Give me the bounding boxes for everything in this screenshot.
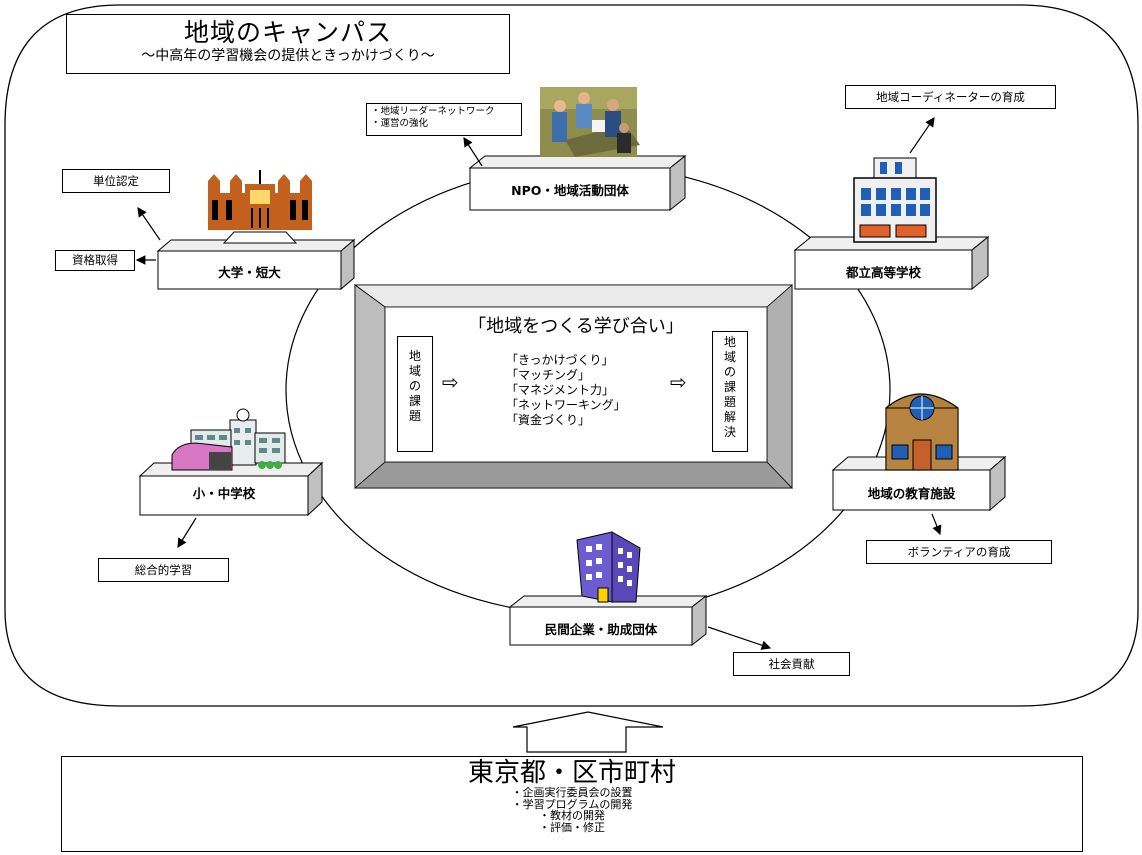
node-npo-label: NPO・地域活動団体	[511, 183, 629, 198]
page-subtitle: ～中高年の学習機会の提供ときっかけづくり～	[141, 48, 435, 64]
coordinator-box: 地域コーディネーターの育成	[845, 85, 1056, 109]
left-issue-box: 地 域 の 課 題	[397, 336, 433, 452]
title-box: 地域のキャンパス ～中高年の学習機会の提供ときっかけづくり～	[66, 14, 510, 74]
university-building-icon	[208, 170, 312, 244]
arrow-to-npo-note	[463, 136, 483, 167]
campus-boundary	[4, 4, 1139, 707]
right-resolution-char: 解	[723, 410, 736, 424]
tokyo-support-box: 東京都・区市町村 ・企画実行委員会の設置 ・学習プログラムの開発 ・教材の開発 …	[61, 756, 1083, 852]
learning-item: 「マネジメント力」	[506, 383, 615, 397]
contribution-box: 社会貢献	[733, 652, 850, 676]
node-company-label: 民間企業・助成団体	[544, 622, 658, 637]
right-resolution-char: 決	[723, 425, 736, 439]
flow-arrow-left: ⇨	[442, 370, 459, 394]
qualification-box: 資格取得	[55, 250, 135, 271]
central-title: 「地域をつくる学び合い」	[468, 316, 684, 337]
flow-arrow-right: ⇨	[670, 370, 687, 394]
right-resolution-box: 地 域 の 課 題 解 決	[712, 331, 748, 452]
learning-item: 「マッチング」	[506, 368, 591, 382]
left-issue-char: 域	[408, 364, 421, 378]
tokyo-item: ・企画実行委員会の設置	[511, 786, 633, 799]
education-facility-icon	[885, 393, 959, 471]
learning-item: 「きっかけづくり」	[506, 353, 614, 367]
meeting-people-icon	[540, 87, 640, 157]
learning-items: 「きっかけづくり」 「マッチング」 「マネジメント力」 「ネットワーキング」 「…	[506, 353, 676, 428]
center-frame	[353, 284, 794, 489]
right-resolution-char: 課	[723, 380, 736, 394]
npo-note-line-1: ・地域リーダーネットワーク	[371, 106, 495, 117]
learning-item: 「ネットワーキング」	[506, 398, 626, 412]
node-elementary-label: 小・中学校	[192, 486, 256, 501]
left-issue-char: 課	[408, 394, 421, 408]
company-building-icon	[576, 531, 641, 603]
elementary-school-icon	[171, 408, 286, 471]
integrated-learning-box: 総合的学習	[98, 558, 229, 582]
highschool-building-icon	[853, 157, 937, 243]
right-resolution-char: 域	[723, 350, 736, 364]
arrow-to-volunteer	[931, 513, 942, 536]
npo-box-3d	[468, 154, 687, 212]
volunteer-box: ボランティアの育成	[866, 540, 1052, 564]
arrow-to-contribution	[707, 626, 772, 650]
left-issue-char: 地	[408, 349, 421, 363]
tokyo-title: 東京都・区市町村	[467, 758, 676, 788]
node-university-label: 大学・短大	[218, 265, 281, 280]
highschool-box-3d	[793, 235, 990, 291]
npo-note-line-2: ・運営の強化	[371, 118, 429, 129]
npo-note: ・地域リーダーネットワーク ・運営の強化	[366, 103, 522, 136]
left-issue-char: 題	[408, 409, 421, 423]
tokyo-item: ・学習プログラムの開発	[511, 797, 633, 811]
tokyo-item: ・教材の開発	[539, 809, 605, 822]
page-title: 地域のキャンパス	[183, 18, 392, 47]
arrow-to-integrated	[177, 517, 197, 549]
outcome-arrows	[135, 117, 942, 650]
arrow-to-credit	[137, 207, 161, 241]
node-highschool-label: 都立高等学校	[845, 265, 921, 280]
university-box-3d	[156, 238, 356, 291]
left-issue-char: の	[408, 379, 421, 393]
support-up-arrow	[512, 711, 664, 753]
elementary-box-3d	[138, 461, 324, 517]
tokyo-item: ・評価・修正	[539, 820, 605, 834]
learning-item: 「資金づくり」	[506, 413, 591, 427]
node-facility-label: 地域の教育施設	[867, 486, 956, 501]
arrow-to-coordinator	[909, 117, 935, 154]
right-resolution-char: 題	[723, 395, 736, 409]
right-resolution-char: 地	[723, 335, 736, 349]
credit-box: 単位認定	[62, 169, 170, 193]
right-resolution-char: の	[723, 365, 736, 379]
